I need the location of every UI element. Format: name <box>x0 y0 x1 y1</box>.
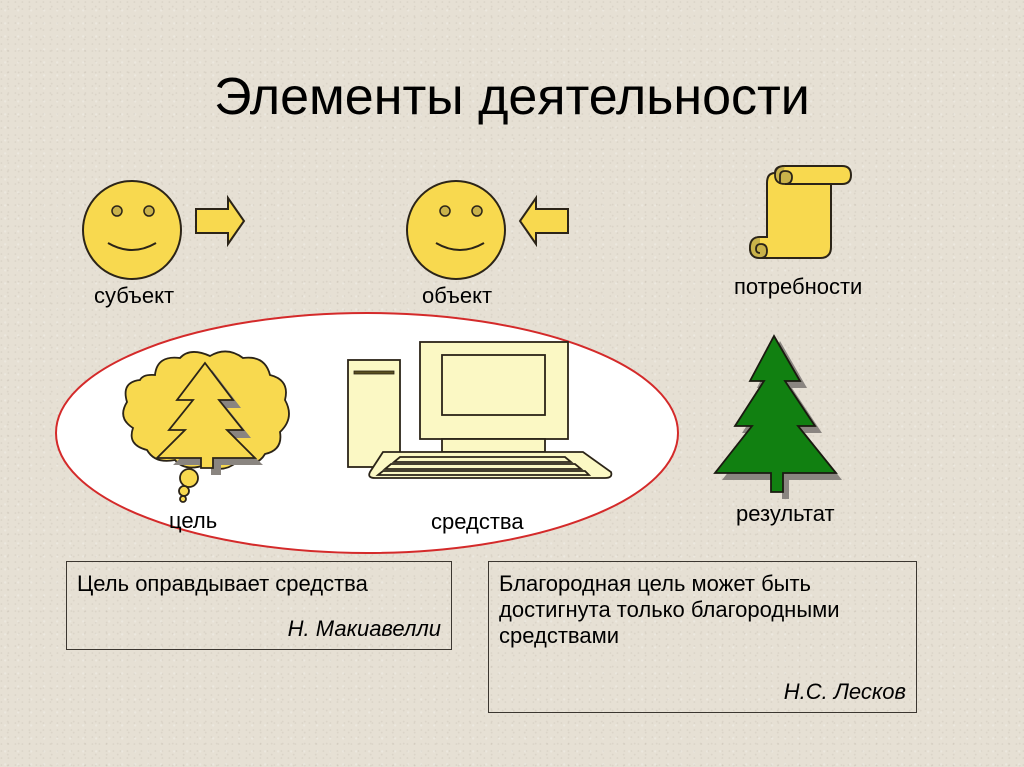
quote-author: Н.С. Лесков <box>783 679 906 704</box>
quote-box-machiavelli: Цель оправдывает средства Н. Макиавелли <box>66 561 452 650</box>
result-label: результат <box>736 501 835 526</box>
green-tree-icon <box>713 334 842 499</box>
quote-text: Благородная цель может быть достигнута т… <box>499 571 840 648</box>
arrow-right-icon <box>195 194 246 248</box>
needs-label: потребности <box>734 274 863 299</box>
computer-icon <box>347 341 613 479</box>
object-smiley-face-icon <box>406 180 506 280</box>
object-label: объект <box>422 283 493 308</box>
goal-label: цель <box>169 508 218 533</box>
subject-smiley-face-icon <box>82 180 182 280</box>
means-label: средства <box>431 509 524 534</box>
slide-title: Элементы деятельности <box>214 68 810 126</box>
thought-cloud-tree-icon <box>122 350 290 503</box>
quote-box-leskov: Благородная цель может быть достигнута т… <box>488 561 917 713</box>
scroll-icon <box>748 165 853 259</box>
arrow-left-icon <box>518 194 569 248</box>
subject-label: субъект <box>94 283 175 308</box>
quote-text: Цель оправдывает средства <box>77 571 368 596</box>
quote-author: Н. Макиавелли <box>287 616 441 641</box>
